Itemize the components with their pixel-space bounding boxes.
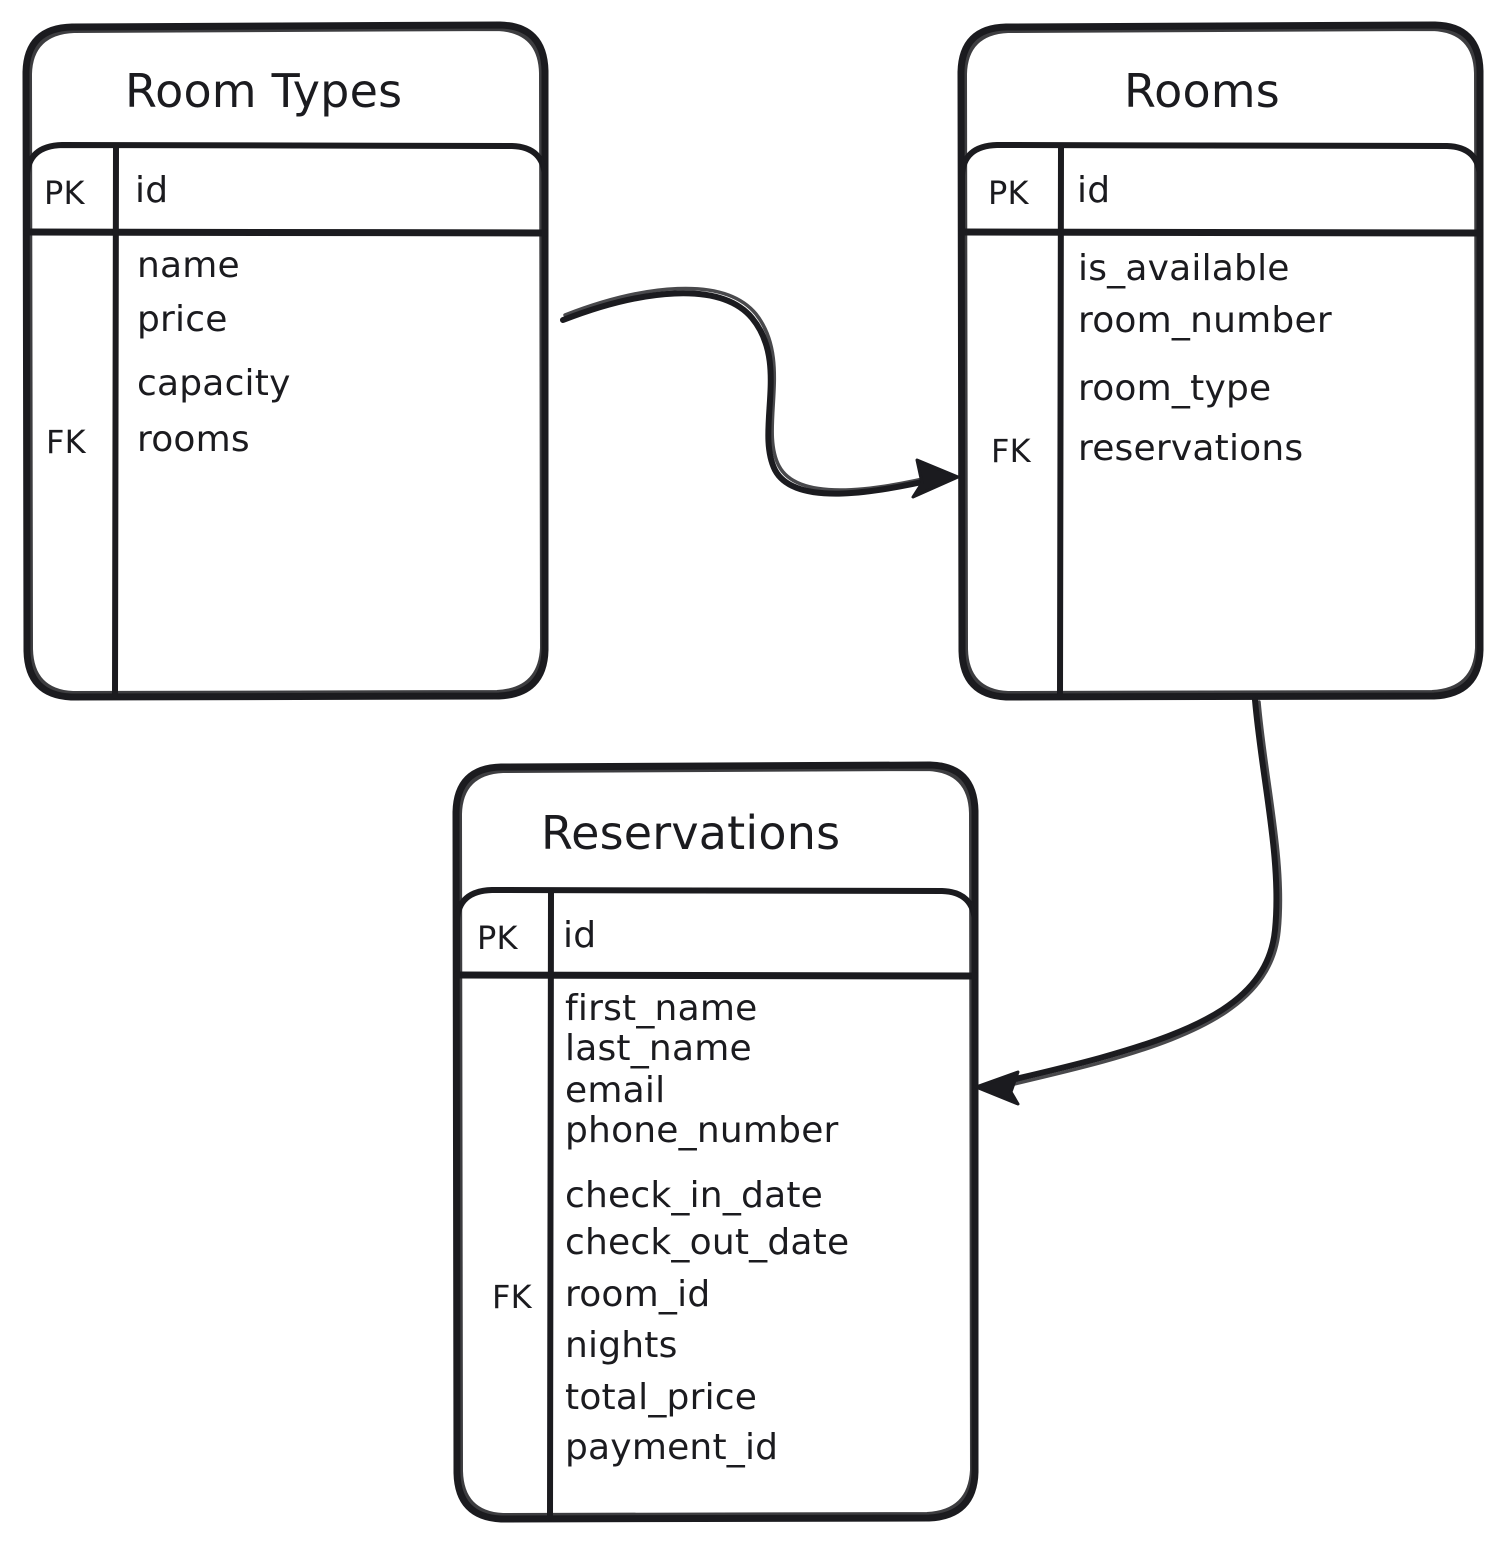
entity-reservations-attribute-last-name: last_name — [565, 1028, 752, 1069]
entity-rooms-attribute-room-number: room_number — [1078, 300, 1332, 341]
relationship-rooms-to-reservations[interactable] — [974, 697, 1283, 1106]
entity-reservations[interactable] — [452, 761, 979, 1523]
entity-reservations-attribute-email: email — [565, 1070, 666, 1111]
relationship-room-types-to-rooms-line — [560, 290, 943, 497]
entity-rooms-key-divider — [1057, 143, 1064, 699]
entity-room-types-pk-label: PK — [44, 174, 85, 212]
entity-room-types-pk-field: id — [135, 170, 169, 211]
entity-reservations-header-separator — [453, 971, 979, 980]
entity-reservations-attribute-first-name: first_name — [565, 988, 758, 1029]
entity-rooms[interactable] — [957, 21, 1484, 701]
entity-rooms-pk-field: id — [1077, 170, 1111, 211]
entity-reservations-attribute-phone-number: phone_number — [565, 1110, 839, 1151]
entity-room-types-attribute-rooms: rooms — [137, 419, 250, 460]
entity-rooms-pk-label: PK — [988, 174, 1029, 212]
entity-rooms-header-separator — [958, 228, 1484, 237]
entity-reservations-key-divider — [547, 888, 554, 1521]
entity-rooms-pk-box — [959, 142, 1483, 235]
entity-room-types-title: Room Types — [125, 64, 403, 118]
relationship-rooms-to-reservations-line-pass2 — [991, 700, 1283, 1091]
entity-room-types[interactable] — [22, 21, 549, 701]
relationship-rooms-to-reservations-line — [987, 697, 1280, 1088]
entity-rooms-outline-pass2 — [963, 27, 1479, 695]
entity-rooms-attribute-is-available: is_available — [1078, 248, 1290, 289]
entity-reservations-outline-pass2 — [458, 767, 974, 1517]
relationship-room-types-to-rooms-arrowhead — [911, 458, 960, 499]
entity-room-types-key-divider — [112, 143, 119, 699]
entity-room-types-attribute-price: price — [137, 299, 228, 340]
entity-room-types-attribute-name: name — [137, 245, 240, 286]
entity-reservations-attribute-total-price: total_price — [565, 1377, 758, 1418]
entity-room-types-header-separator — [23, 228, 549, 237]
entity-room-types-attribute-capacity: capacity — [137, 363, 291, 404]
entity-reservations-attribute-room-id: room_id — [565, 1274, 711, 1315]
entity-room-types-fk-label: FK — [46, 423, 86, 461]
entity-room-types-pk-box — [24, 142, 548, 235]
entity-reservations-pk-label: PK — [477, 919, 518, 957]
entity-reservations-attribute-check-in-date: check_in_date — [565, 1175, 823, 1216]
entity-reservations-pk-box — [454, 887, 978, 978]
entity-reservations-fk-label: FK — [492, 1278, 532, 1316]
entity-reservations-title: Reservations — [541, 806, 841, 860]
relationship-room-types-to-rooms-line-pass2 — [563, 286, 946, 492]
entity-reservations-attribute-nights: nights — [565, 1325, 678, 1366]
entity-reservations-outline — [452, 761, 979, 1523]
relationship-rooms-to-reservations-arrowhead — [974, 1070, 1020, 1106]
entity-reservations-attribute-check-out-date: check_out_date — [565, 1222, 850, 1263]
entity-room-types-outline-pass2 — [28, 27, 544, 695]
entity-reservations-attribute-payment-id: payment_id — [565, 1427, 779, 1468]
entity-rooms-attribute-room-type: room_type — [1078, 368, 1272, 409]
entity-rooms-title: Rooms — [1124, 64, 1280, 118]
entity-rooms-fk-label: FK — [991, 432, 1031, 470]
entity-room-types-outline — [22, 21, 549, 701]
relationship-room-types-to-rooms[interactable] — [560, 286, 960, 499]
entity-rooms-outline — [957, 21, 1484, 701]
entity-rooms-attribute-reservations: reservations — [1078, 428, 1304, 469]
entity-reservations-pk-field: id — [563, 915, 597, 956]
